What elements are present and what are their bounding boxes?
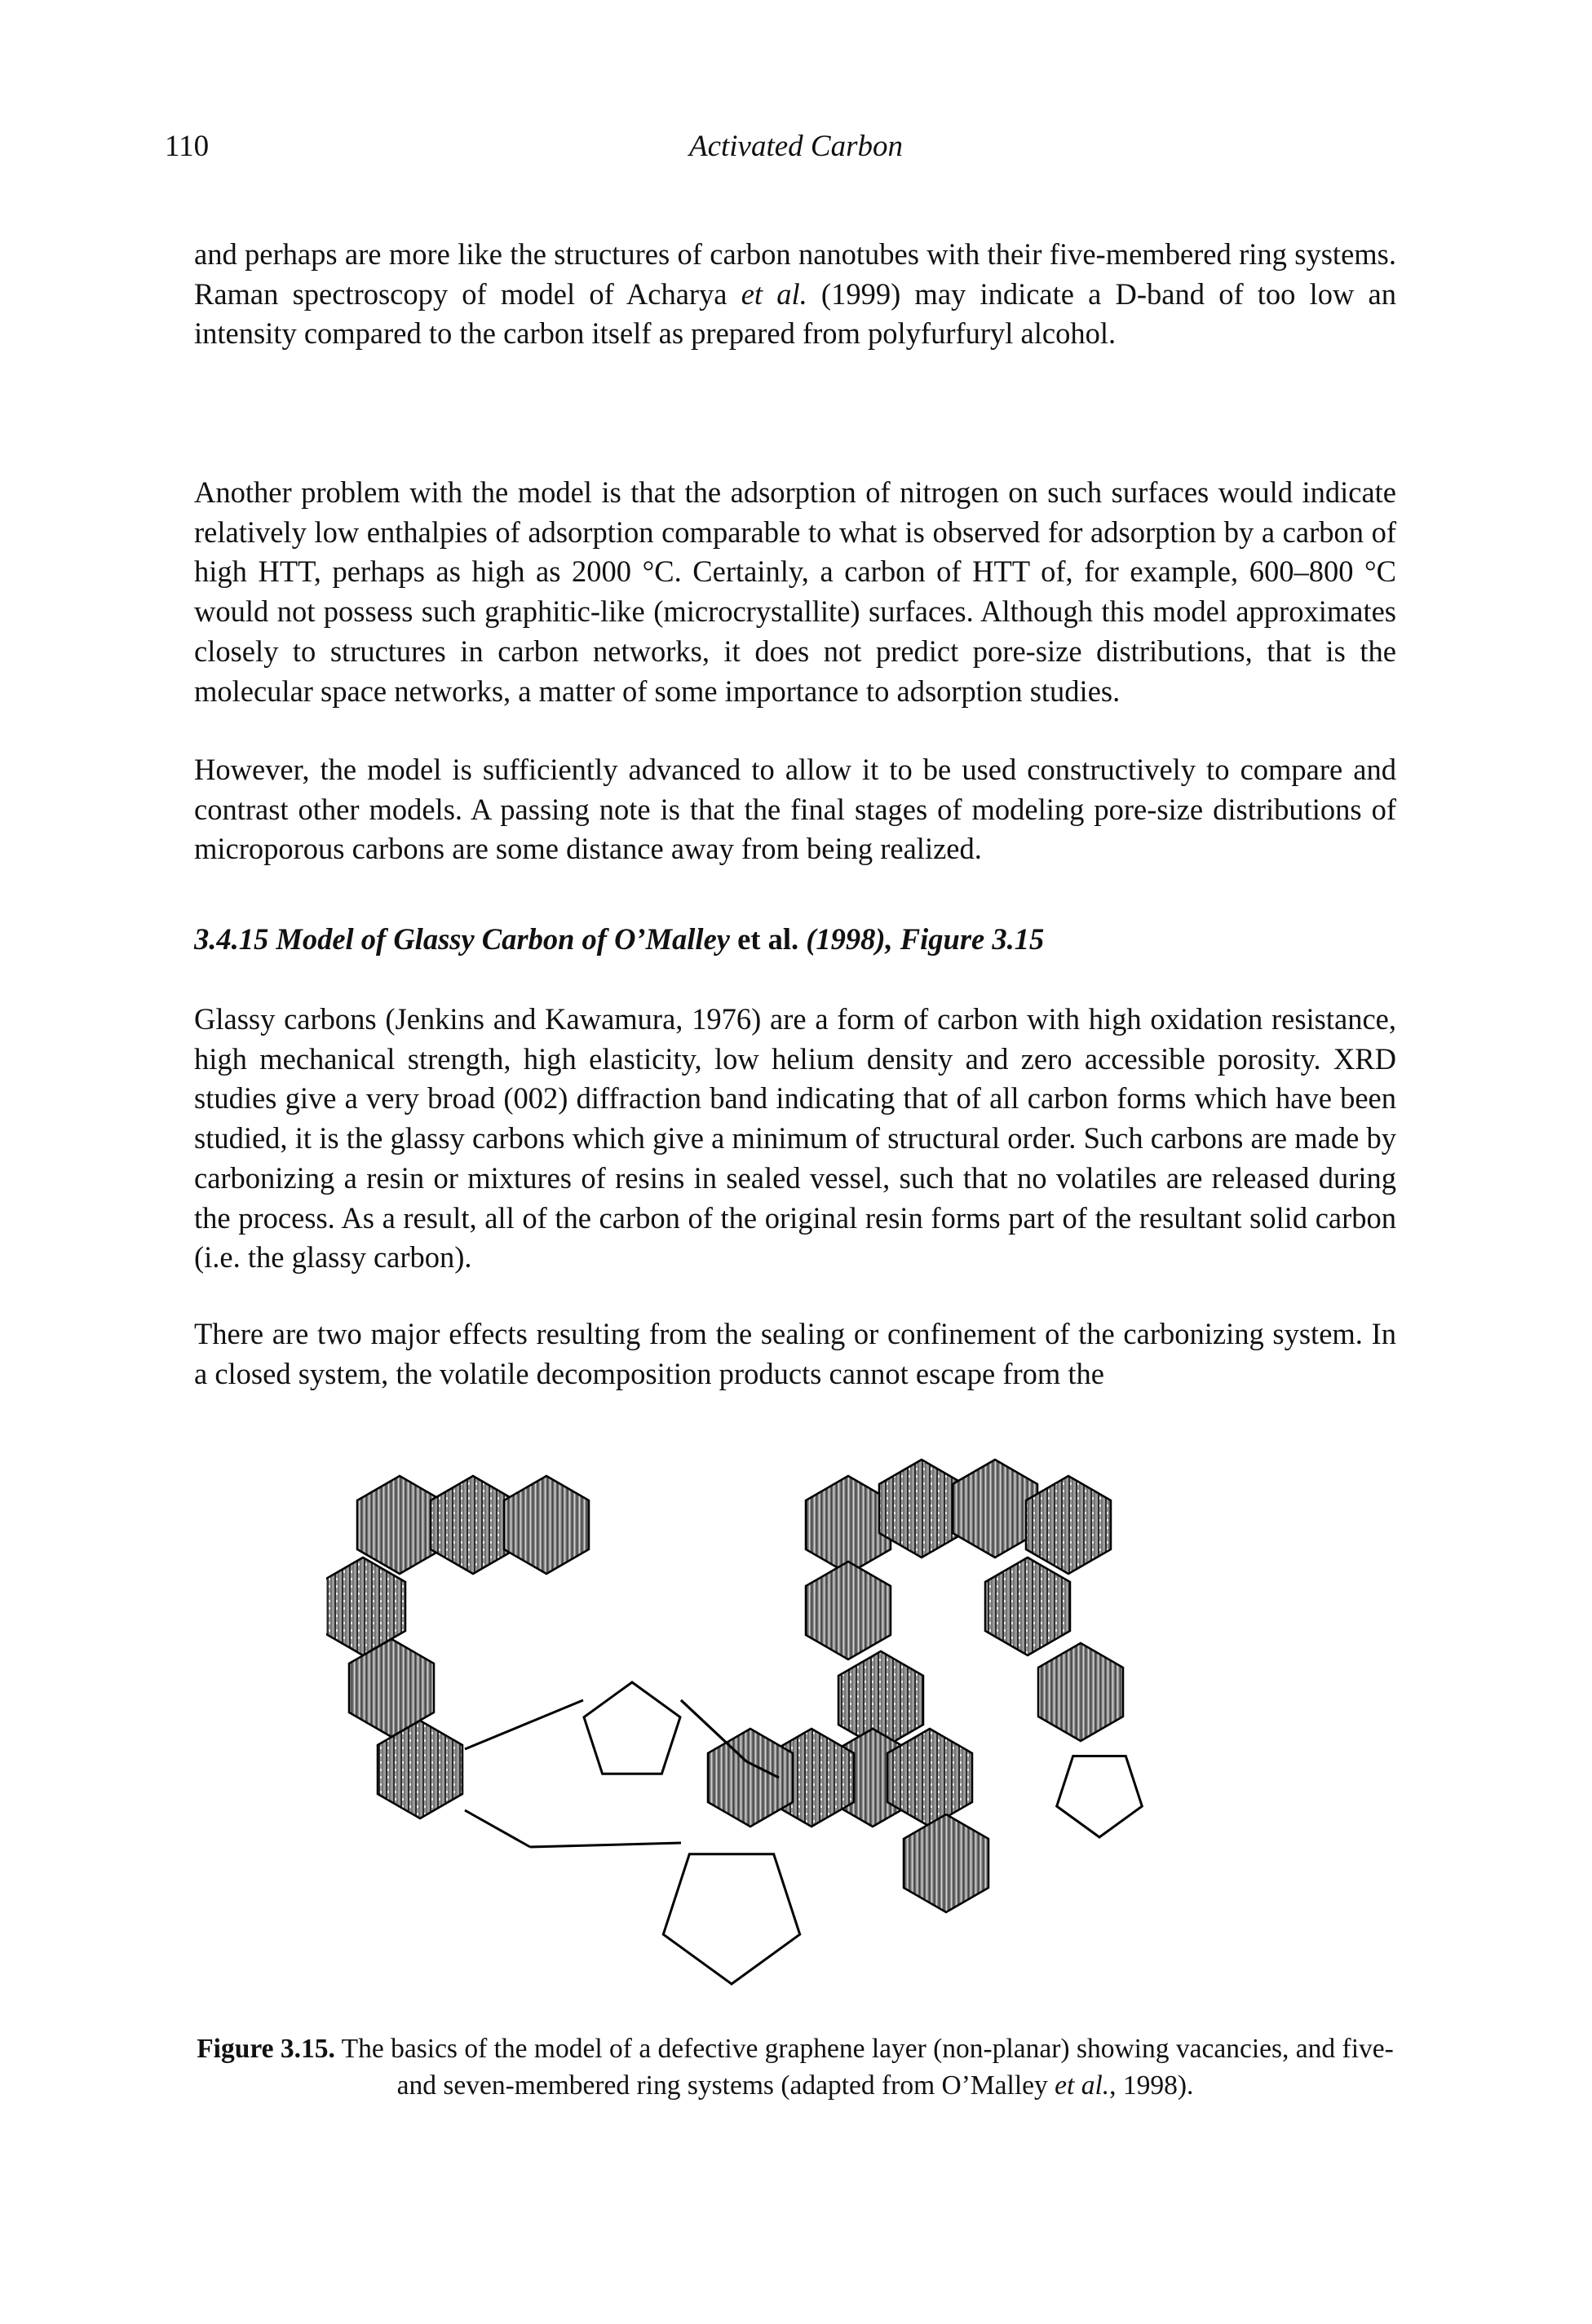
running-head: Activated Carbon — [688, 130, 904, 163]
hexagon-ring — [706, 1727, 794, 1828]
section-heading-title: 3.4.15 Model of Glassy Carbon of O’Malle… — [194, 922, 730, 956]
figure-3-15 — [326, 1451, 1272, 2014]
paragraph-3: However, the model is sufficiently advan… — [194, 750, 1396, 869]
text-run: Glassy carbons (Jenkins and Kawamura, 19… — [194, 1002, 1396, 1275]
hexagon-ring — [1037, 1641, 1125, 1743]
paragraph-5: There are two major effects resulting fr… — [194, 1314, 1396, 1394]
section-heading-ref: (1998), Figure 3.15 — [806, 922, 1045, 956]
hexagon-ring — [951, 1458, 1039, 1559]
hexagon-ring — [502, 1474, 590, 1575]
hexagon-ring — [878, 1458, 966, 1559]
pentagon-ring — [582, 1681, 682, 1775]
open-rings — [464, 1681, 1144, 1986]
ring-bond — [679, 1699, 748, 1763]
ring-bond — [529, 1841, 682, 1849]
hexagon-ring — [804, 1474, 892, 1575]
hexagon-ring — [902, 1813, 990, 1914]
section-heading: 3.4.15 Model of Glassy Carbon of O’Malle… — [194, 920, 1396, 959]
pentagon-ring — [1055, 1755, 1144, 1839]
text-run: (1999) may indicate a D-band of too low … — [194, 276, 1396, 351]
hexagon-ring — [376, 1719, 464, 1820]
section-heading-etal: et al. — [729, 922, 807, 956]
caption-text-end: , 1998). — [1109, 2070, 1194, 2101]
ring-bond — [464, 1699, 584, 1751]
caption-text: The basics of the model of a defective g… — [334, 2034, 1394, 2101]
ring-bond — [745, 1760, 780, 1779]
text-run: There are two major effects resulting fr… — [194, 1317, 1396, 1390]
text-run: et al. — [741, 276, 807, 311]
caption-label: Figure 3.15. — [197, 2034, 335, 2064]
hexagon-ring — [429, 1474, 517, 1575]
text-run: and perhaps are more like the structures… — [194, 237, 1396, 311]
hexagon-ring — [356, 1474, 444, 1575]
hexagon-rings — [326, 1458, 1125, 1914]
hexagon-ring — [984, 1556, 1072, 1657]
pentagon-ring — [661, 1853, 802, 1986]
figure-caption: Figure 3.15. The basics of the model of … — [194, 2030, 1396, 2104]
page-number: 110 — [165, 130, 210, 163]
graphene-layer-diagram — [326, 1458, 1144, 1986]
paragraph-1: and perhaps are more like the structures… — [194, 235, 1396, 354]
caption-etal: et al. — [1055, 2070, 1110, 2101]
text-run: However, the model is sufficiently advan… — [194, 753, 1396, 866]
ring-bond — [464, 1809, 531, 1849]
hexagon-ring — [804, 1560, 892, 1661]
hexagon-ring — [1024, 1474, 1112, 1575]
paragraph-2: Another problem with the model is that t… — [194, 473, 1396, 711]
text-run: Another problem with the model is that t… — [194, 475, 1396, 708]
paragraph-4: Glassy carbons (Jenkins and Kawamura, 19… — [194, 1000, 1396, 1278]
